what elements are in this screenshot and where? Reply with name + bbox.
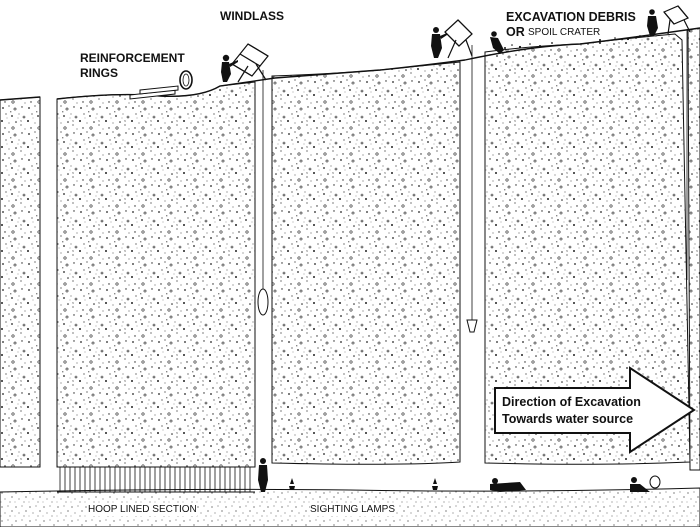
direction-arrow (494, 366, 696, 454)
worker-icon (630, 475, 661, 492)
worker-icon (490, 478, 526, 492)
sighting-lamp-icon (289, 478, 295, 490)
arrow-text-line1: Direction of Excavation (502, 395, 641, 409)
ground-block-3 (484, 33, 691, 465)
worker-icon (647, 9, 658, 36)
bucket-icon (257, 288, 269, 316)
spoil-crater (504, 35, 641, 49)
label-excavation-debris: EXCAVATION DEBRIS (506, 10, 636, 24)
worker-icon (431, 27, 447, 58)
hoop-rings (59, 467, 251, 492)
ground-block-1 (56, 81, 256, 468)
label-excavation-or: OR (506, 25, 525, 39)
ground-block-left (0, 96, 41, 468)
windlass-icon (444, 19, 473, 59)
windlass-icon (231, 43, 269, 83)
windlass-icon (663, 5, 691, 35)
bucket-icon (466, 319, 478, 333)
worker-icon (258, 458, 268, 492)
label-sighting-lamps: SIGHTING LAMPS (310, 504, 396, 516)
reinforcement-ring-icon (129, 70, 193, 100)
ground-block-right-edge (687, 27, 700, 471)
ground-block-2 (271, 61, 461, 465)
label-reinforcement-rings-line2: RINGS (80, 66, 119, 80)
label-windlass: WINDLASS (220, 9, 284, 23)
label-reinforcement-rings-line1: REINFORCEMENT (80, 51, 185, 65)
label-spoil-crater: SPOIL CRATER (528, 27, 601, 38)
label-hoop-lined-section: HOOP LINED SECTION (88, 504, 197, 516)
worker-icon (490, 31, 504, 54)
sighting-lamp-icon (432, 478, 438, 490)
arrow-text-line2: Towards water source (502, 412, 634, 426)
worker-icon (221, 54, 238, 82)
